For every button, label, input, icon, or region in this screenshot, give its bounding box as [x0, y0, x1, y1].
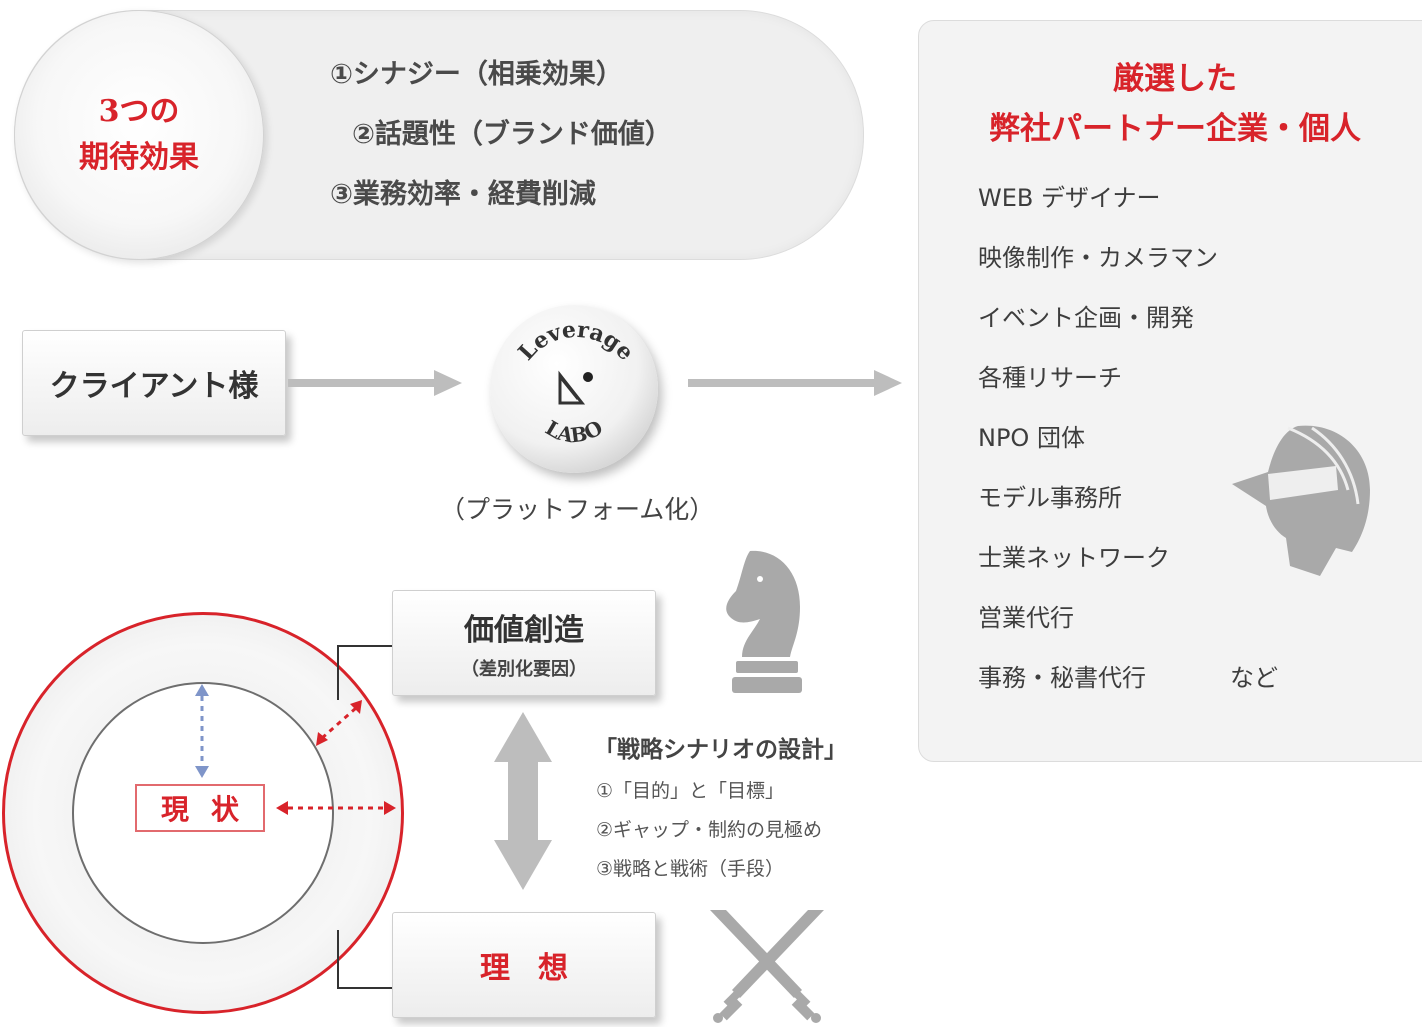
partner-item: WEB デザイナー — [978, 184, 1161, 212]
partner-item: モデル事務所 — [978, 484, 1122, 512]
logo-top-text: Leverage — [513, 317, 639, 366]
partner-item: 各種リサーチ — [978, 364, 1122, 392]
partner-item: 映像制作・カメラマン — [978, 244, 1218, 272]
current-state-label-box: 現状 — [135, 784, 265, 832]
svg-text:LABO: LABO — [541, 415, 606, 447]
expected-effects-title-line2: 期待効果 — [79, 140, 199, 175]
partner-item: 事務・秘書代行 — [978, 664, 1146, 692]
knight-helmet-icon — [1232, 425, 1370, 576]
effect-item: ③業務効率・経費削減 — [330, 179, 596, 210]
value-creation-subtitle: （差別化要因） — [461, 659, 587, 680]
value-creation-title: 価値創造 — [464, 613, 584, 648]
partner-item: NPO 団体 — [978, 424, 1085, 452]
partner-item: イベント企画・開発 — [978, 304, 1194, 332]
strategy-item: ①「目的」と「目標」 — [596, 780, 785, 802]
vertical-double-arrow-icon — [494, 712, 552, 890]
partner-panel — [918, 20, 1422, 762]
ideal-label: 理想 — [480, 951, 596, 986]
strategy-item: ③戦略と戦術（手段） — [596, 858, 785, 880]
svg-text:Leverage: Leverage — [513, 317, 639, 366]
client-box: クライアント様 — [22, 330, 286, 436]
partner-title-line1: 厳選した — [1113, 61, 1237, 97]
effect-item: ①シナジー（相乗効果） — [330, 59, 623, 90]
platform-caption: （プラットフォーム化） — [440, 495, 715, 524]
crossed-swords-icon — [710, 910, 824, 1023]
chess-knight-icon — [726, 550, 802, 693]
expected-effects-badge: 3つの 期待効果 — [14, 10, 264, 260]
ideal-box: 理想 — [392, 912, 656, 1018]
partner-panel-title: 厳選した 弊社パートナー企業・個人 — [930, 54, 1420, 154]
partner-item: 営業代行 — [978, 604, 1074, 632]
expected-effects-title-line1: 3つの — [98, 94, 180, 129]
arrow-right-icon — [288, 370, 462, 396]
partner-item: 士業ネットワーク — [978, 544, 1170, 572]
partner-title-line2: 弊社パートナー企業・個人 — [989, 111, 1361, 147]
client-label: クライアント様 — [49, 369, 259, 404]
arrow-right-icon — [688, 370, 902, 396]
current-state-label: 現状 — [160, 793, 261, 826]
strategy-title: 「戦略シナリオの設計」 — [594, 737, 847, 763]
value-creation-box: 価値創造 （差別化要因） — [392, 590, 656, 696]
leverage-labo-logo: Leverage LABO — [490, 305, 658, 473]
logo-mark-icon — [558, 370, 593, 405]
logo-bottom-text: LABO — [541, 415, 606, 447]
partner-etc: など — [1230, 664, 1278, 692]
effect-item: ②話題性（ブランド価値） — [352, 119, 672, 150]
strategy-item: ②ギャップ・制約の見極め — [596, 819, 823, 841]
